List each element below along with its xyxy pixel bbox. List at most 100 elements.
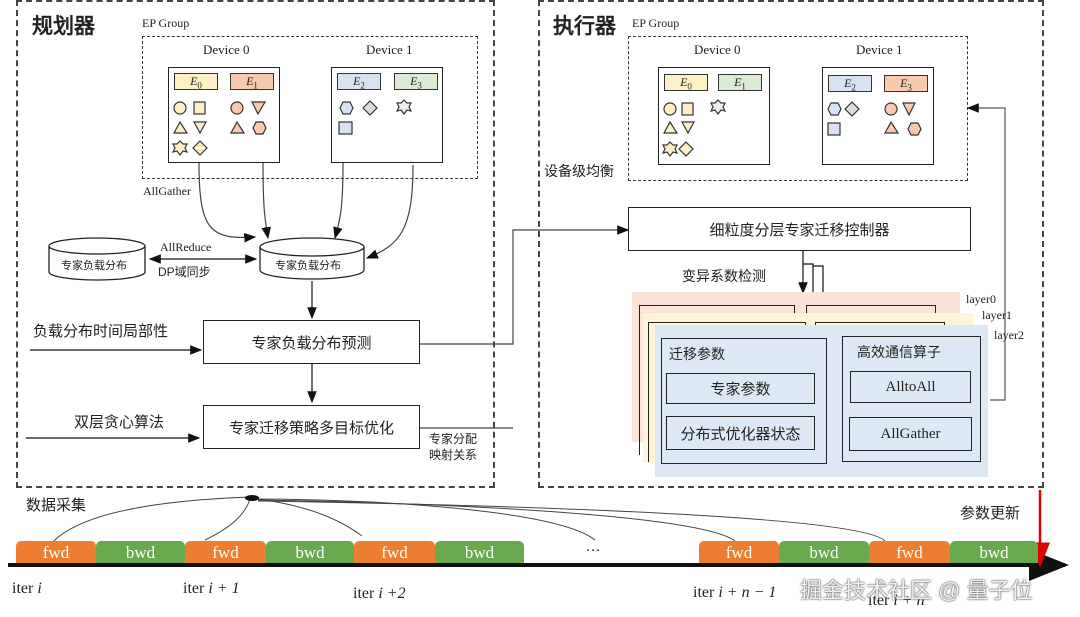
migration-params-box <box>661 338 827 464</box>
layer0-frame-right <box>806 305 936 313</box>
expert-params-label: 专家参数 <box>710 381 771 398</box>
allgather-curve-e1 <box>261 162 271 240</box>
segment-bwd: bwd <box>779 541 869 563</box>
timeline-ellipsis: … <box>585 538 601 555</box>
segment-fwd: fwd <box>699 541 779 563</box>
allgather-label: AllGather <box>143 184 191 198</box>
planner-device0-label: Device 0 <box>203 42 250 57</box>
allgather-curve-e3 <box>365 164 414 259</box>
inverted-triangle-icon <box>680 121 696 135</box>
cylinder-global-load <box>259 237 365 280</box>
hexagon-icon <box>907 122 922 136</box>
inverted-triangle-icon <box>251 101 267 116</box>
iter-label: iter i +2 <box>353 585 406 602</box>
square-icon <box>193 101 206 115</box>
planner-expert-e2: E2 <box>337 73 381 90</box>
optimizer-state-box: 分布式优化器状态 <box>666 416 815 450</box>
layer2-label: layer2 <box>994 328 1024 342</box>
circle-icon <box>173 101 187 115</box>
allgather-box: AllGather <box>849 417 972 451</box>
layer2-background <box>655 325 988 477</box>
layer1-label: layer1 <box>982 308 1012 322</box>
executor-expert-e2: E2 <box>828 75 872 92</box>
alltoall-label: AlltoAll <box>885 378 936 395</box>
planner-title: 规划器 <box>32 15 95 38</box>
segment-bwd: bwd <box>266 541 354 563</box>
star-icon <box>171 140 189 156</box>
planner-panel <box>16 0 495 488</box>
param-update-label: 参数更新 <box>960 505 1021 522</box>
segment-fwd: fwd <box>869 541 950 563</box>
hexagon-icon <box>339 101 354 115</box>
planner-expert-e3: E3 <box>394 73 438 90</box>
cv-detect-label: 变异系数检测 <box>682 268 766 284</box>
diamond-icon <box>362 100 378 116</box>
alltoall-box: AlltoAll <box>850 371 971 403</box>
segment-bwd: bwd <box>96 541 185 563</box>
executor-ep-group-label: EP Group <box>632 16 680 30</box>
optimize-box-label: 专家迁移策略多目标优化 <box>228 419 394 437</box>
circle-icon <box>663 102 677 116</box>
layer0-label: layer0 <box>966 292 996 306</box>
executor-expert-e3: E3 <box>884 75 928 92</box>
inverted-triangle-icon <box>192 121 208 135</box>
iter-label: iter i + 1 <box>183 580 240 597</box>
iter-label: iter i + n − 1 <box>693 584 777 601</box>
mapping-label-2: 映射关系 <box>429 448 478 462</box>
dp-sync-label: DP域同步 <box>158 265 211 279</box>
input-locality-label: 负载分布时间局部性 <box>33 323 169 340</box>
allgather-op-label: AllGather <box>880 425 941 442</box>
input-greedy-label: 双层贪心算法 <box>74 414 165 431</box>
cylinder-local-load <box>48 237 146 281</box>
triangle-icon <box>662 120 679 134</box>
allgather-curve-e2 <box>333 162 344 240</box>
triangle-icon <box>229 120 246 134</box>
predict-box-label: 专家负载分布预测 <box>251 334 372 352</box>
star-icon <box>395 99 413 115</box>
circle-icon <box>230 101 244 115</box>
controller-box: 细粒度分层专家迁移控制器 <box>628 207 971 251</box>
planner-expert-e0: E0 <box>174 73 218 90</box>
controller-box-label: 细粒度分层专家迁移控制器 <box>709 221 890 239</box>
device-balance-label: 设备级均衡 <box>544 163 614 179</box>
planner-expert-e1: E1 <box>230 73 274 90</box>
diamond-icon <box>844 101 860 117</box>
expert-params-box: 专家参数 <box>666 373 815 404</box>
star-icon <box>709 99 727 115</box>
cylinder-local-label: 专家负载分布 <box>61 260 127 272</box>
square-icon <box>681 102 694 116</box>
diamond-icon <box>678 141 694 157</box>
executor-title: 执行器 <box>553 15 616 38</box>
iter-label: iter i + n <box>868 592 925 609</box>
comm-ops-box <box>842 336 981 462</box>
cylinder-global-label: 专家负载分布 <box>275 260 341 272</box>
triangle-icon <box>172 120 189 134</box>
predict-box: 专家负载分布预测 <box>203 320 420 364</box>
star-icon <box>661 141 679 157</box>
segment-fwd: fwd <box>16 541 96 563</box>
segment-fwd: fwd <box>354 541 435 563</box>
optimizer-state-label: 分布式优化器状态 <box>680 425 801 443</box>
executor-device1-label: Device 1 <box>856 42 903 57</box>
executor-expert-e1: E1 <box>718 74 762 91</box>
data-collect-label: 数据采集 <box>26 497 87 514</box>
planner-ep-group-label: EP Group <box>142 16 190 30</box>
iter-label: iter i <box>12 580 42 597</box>
executor-expert-e0: E0 <box>664 74 708 91</box>
planner-ep-group <box>142 36 478 179</box>
square-icon <box>827 122 841 136</box>
hexagon-icon <box>827 102 842 116</box>
executor-device0-label: Device 0 <box>694 42 741 57</box>
allreduce-label: AllReduce <box>160 240 212 254</box>
segment-fwd: fwd <box>185 541 266 563</box>
planner-device1-label: Device 1 <box>366 42 413 57</box>
hexagon-icon <box>252 121 267 135</box>
triangle-icon <box>883 120 900 134</box>
watermark: 掘金技术社区 @ 量子位 <box>800 578 1033 603</box>
square-icon <box>338 121 353 135</box>
optimize-box: 专家迁移策略多目标优化 <box>203 405 420 449</box>
segment-bwd: bwd <box>950 541 1038 563</box>
